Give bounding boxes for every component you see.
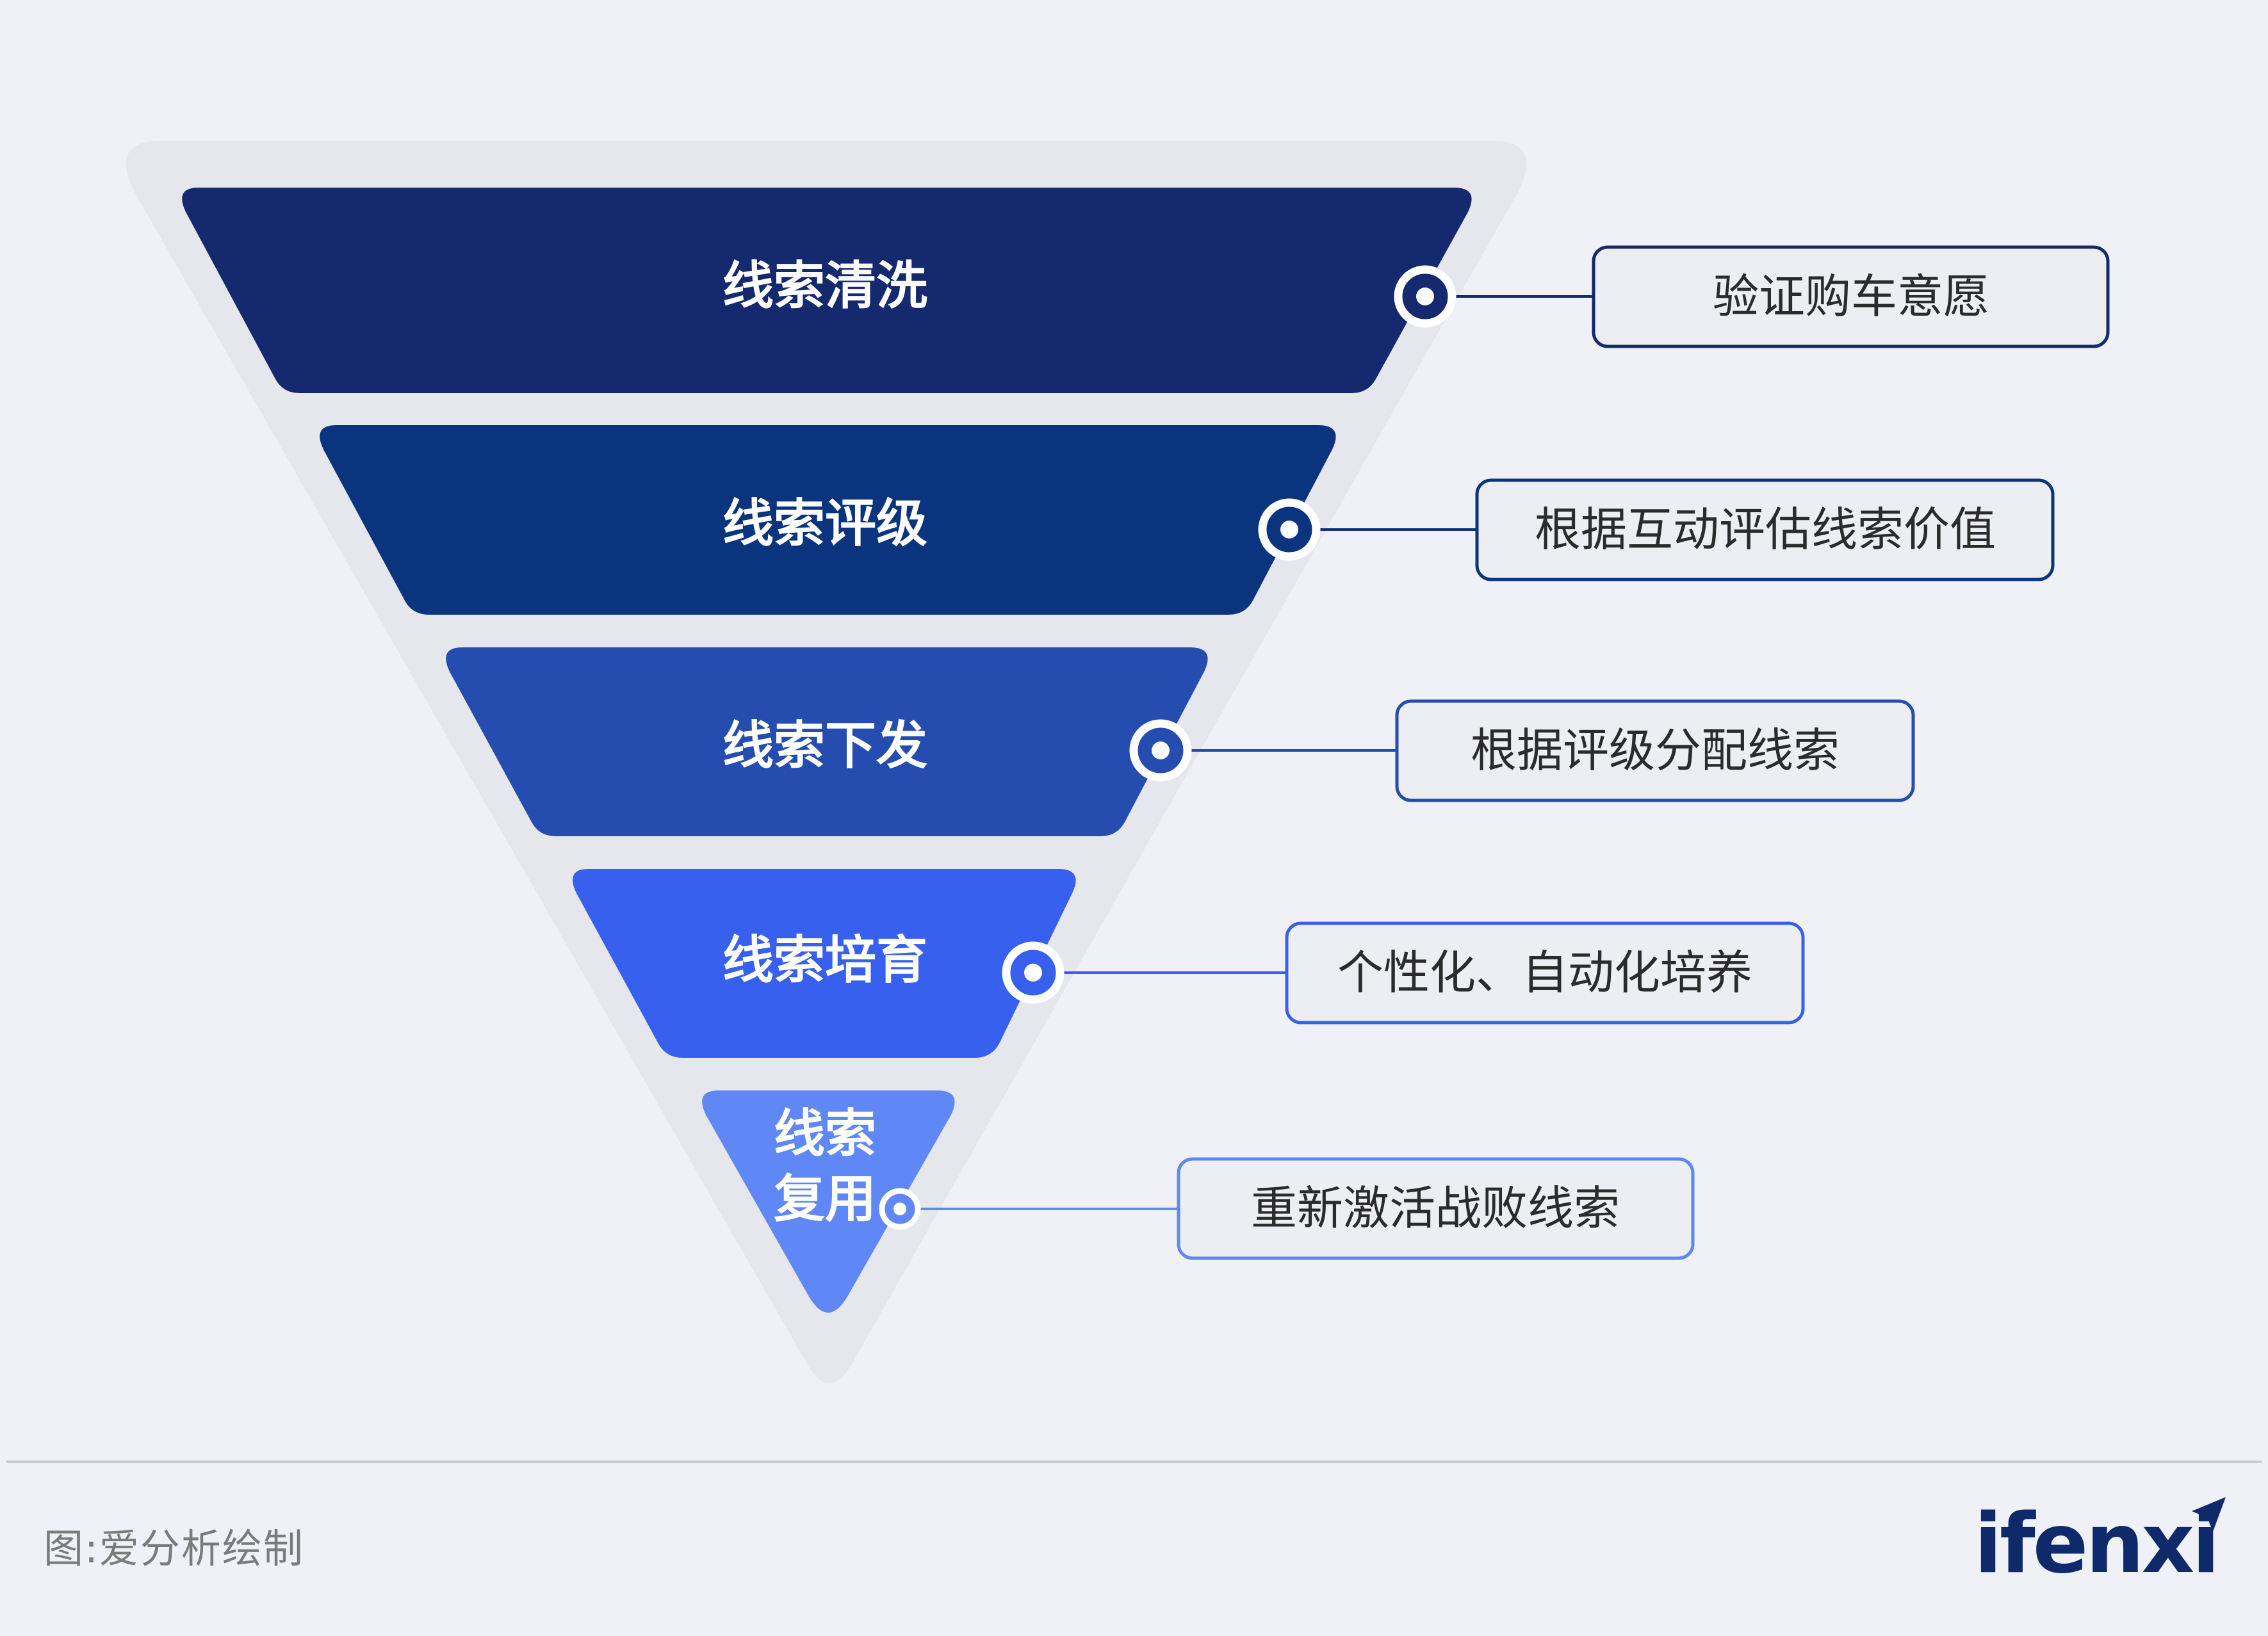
funnel-stage-1: 线索清洗	[182, 188, 1472, 393]
source-caption: 图:爱分析绘制	[44, 1525, 304, 1572]
stage-label-3: 线索下发	[722, 716, 927, 775]
logo-text: ifenxi	[1974, 1496, 2217, 1592]
funnel-band-3	[446, 647, 1208, 836]
funnel-band-2	[320, 425, 1336, 615]
ifenxi-logo: ifenxi	[1974, 1496, 2226, 1592]
funnel-stage-2: 线索评级	[320, 425, 1336, 615]
desc-text-1: 验证购车意愿	[1713, 270, 1989, 323]
stage-label-5-line-1: 线索	[774, 1104, 876, 1163]
connector-node-1	[1394, 265, 1456, 328]
desc-text-3: 根据评级分配线索	[1471, 724, 1840, 777]
footer-divider	[6, 1461, 2262, 1463]
desc-text-5: 重新激活战败线索	[1251, 1181, 1620, 1235]
funnel-stage-5: 线索 复用	[702, 1090, 955, 1313]
desc-box-4: 个性化、自动化培养	[1285, 921, 1805, 1025]
connector-node-5	[879, 1188, 921, 1230]
logo-accent-icon	[2192, 1497, 2226, 1532]
connector-node-3	[1129, 719, 1192, 782]
desc-box-1: 验证购车意愿	[1592, 245, 2110, 348]
stage-label-1: 线索清洗	[722, 256, 927, 316]
funnel-stage-4: 线索培育	[573, 869, 1076, 1058]
funnel-stage-3: 线索下发	[446, 647, 1208, 836]
connector-node-2	[1258, 498, 1321, 561]
connector-node-4	[1002, 941, 1065, 1004]
desc-text-4: 个性化、自动化培养	[1337, 946, 1752, 1000]
funnel-band-1	[182, 188, 1472, 393]
funnel-band-5	[702, 1090, 955, 1313]
stage-label-2: 线索评级	[722, 494, 927, 553]
desc-text-2: 根据互动评估线索价值	[1535, 503, 1996, 556]
desc-box-3: 根据评级分配线索	[1395, 699, 1915, 802]
desc-box-2: 根据互动评估线索价值	[1475, 478, 2055, 581]
stage-label-4: 线索培育	[722, 930, 927, 990]
funnel-band-4	[573, 869, 1076, 1058]
desc-box-5: 重新激活战败线索	[1177, 1157, 1695, 1260]
stage-label-5-line-2: 复用	[774, 1169, 876, 1229]
